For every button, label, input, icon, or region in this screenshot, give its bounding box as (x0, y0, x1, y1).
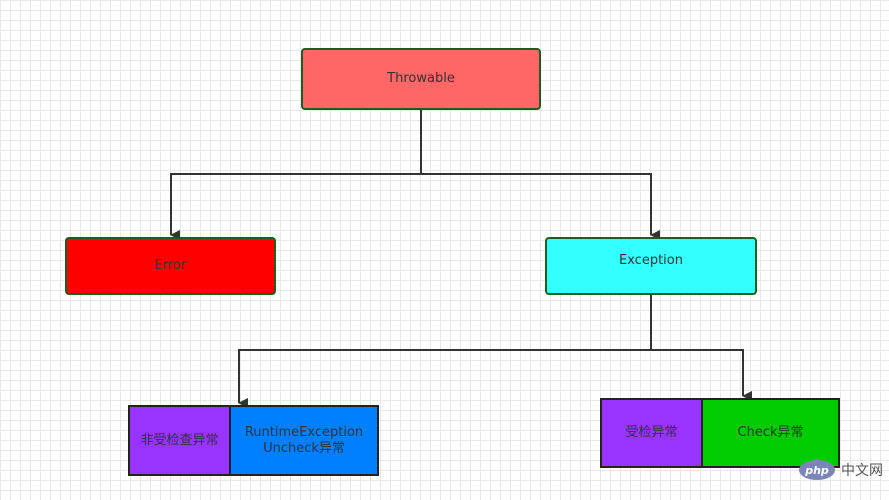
watermark: php 中文网 (799, 460, 883, 480)
throwable-label: Throwable (387, 71, 455, 86)
edge-exception-to-runtime (238, 295, 652, 408)
error-node: Error (65, 237, 276, 295)
error-label: Error (154, 258, 187, 273)
edge-exception-to-check (651, 349, 752, 401)
uncheck-exception-label: Uncheck异常 (263, 440, 345, 456)
exception-node: Exception (545, 237, 757, 295)
unchecked-category-label: 非受检查异常 (140, 432, 219, 448)
edge-throwable-to-exception (421, 173, 660, 240)
throwable-node: Throwable (301, 48, 541, 110)
unchecked-category-node: 非受检查异常 (128, 405, 231, 476)
watermark-site-text: 中文网 (841, 463, 883, 479)
checked-category-node: 受检异常 (600, 398, 703, 468)
check-exception-node: Check异常 (701, 398, 840, 468)
runtime-exception-node: RuntimeException Uncheck异常 (229, 405, 379, 476)
php-logo-icon: php (799, 460, 835, 480)
exception-label: Exception (619, 253, 683, 268)
edge-throwable-to-error (170, 110, 422, 240)
checked-category-label: 受检异常 (625, 425, 678, 440)
runtime-exception-label: RuntimeException (244, 424, 364, 440)
check-exception-label: Check异常 (737, 425, 804, 440)
